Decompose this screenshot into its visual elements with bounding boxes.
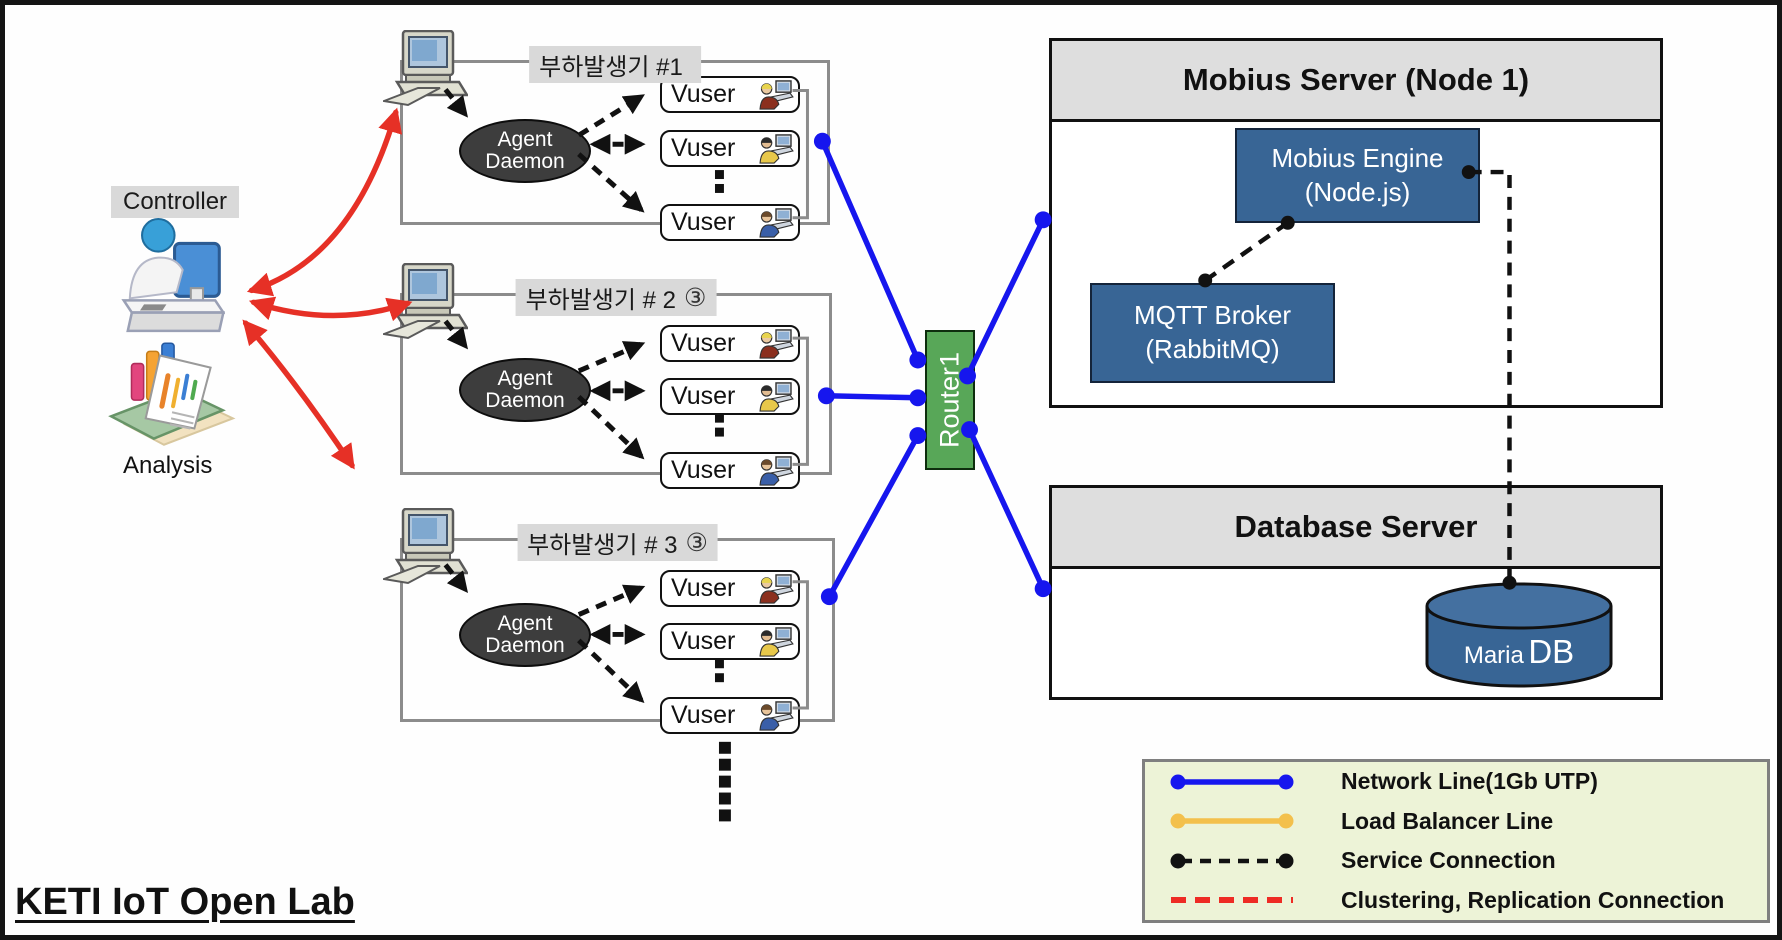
mqtt-broker-sublabel: (RabbitMQ) — [1145, 334, 1280, 364]
vuser-node: Vuser — [660, 452, 800, 489]
load-generator-title-text: 부하발생기 #1 — [539, 54, 683, 81]
vuser-person-icon — [758, 134, 794, 164]
vuser-node: Vuser — [660, 378, 800, 415]
vuser-person-icon — [758, 701, 794, 731]
vuser-node: Vuser — [660, 76, 800, 113]
vuser-node: Vuser — [660, 570, 800, 607]
agent-label: Agent — [497, 127, 553, 151]
mariadb-label-small: Maria — [1463, 642, 1524, 669]
legend-row-network: Network Line(1Gb UTP) — [1145, 762, 1767, 802]
load-generator-title-1: 부하발생기 #1 — [529, 46, 701, 83]
legend-row-load-balancer: Load Balancer Line — [1145, 802, 1767, 842]
legend-label: Network Line(1Gb UTP) — [1341, 768, 1598, 795]
load-balancer-line-sample-icon — [1170, 813, 1294, 829]
load-generator-title-2: 부하발생기 # 2 ③ — [515, 279, 717, 316]
router-node: Router1 — [925, 330, 975, 470]
agent-label: Agent — [497, 611, 553, 635]
mqtt-broker-node: MQTT Broker (RabbitMQ) — [1090, 283, 1335, 383]
controller-label: Controller — [111, 186, 240, 218]
legend-box: Network Line(1Gb UTP) Load Balancer Line… — [1142, 759, 1770, 923]
vuser-person-icon — [758, 208, 794, 238]
vuser-label: Vuser — [671, 701, 736, 729]
vuser-person-icon — [758, 80, 794, 110]
vuser-node: Vuser — [660, 697, 800, 734]
mobius-engine-node: Mobius Engine (Node.js) — [1235, 128, 1480, 223]
clustering-connection-sample-icon — [1171, 897, 1293, 904]
vuser-person-icon — [758, 329, 794, 359]
mqtt-broker-label: MQTT Broker — [1134, 300, 1291, 331]
agent-daemon-node: Agent Daemon — [459, 358, 591, 422]
mobius-engine-label: Mobius Engine — [1271, 142, 1444, 173]
vuser-label: Vuser — [671, 627, 736, 655]
vuser-label: Vuser — [671, 456, 736, 484]
desktop-computer-icon — [383, 508, 468, 598]
load-generator-badge: ③ — [684, 283, 707, 312]
vuser-person-icon — [758, 627, 794, 657]
vuser-label: Vuser — [671, 208, 736, 236]
vuser-label: Vuser — [671, 80, 736, 108]
load-generator-title-text: 부하발생기 # 3 — [527, 532, 678, 559]
vuser-person-icon — [758, 382, 794, 412]
load-generator-box-1: 부하발생기 #1 Agent Daemon Vuser Vuser Vuser — [400, 60, 830, 241]
mobius-server-title: Mobius Server (Node 1) — [1052, 41, 1660, 122]
vuser-label: Vuser — [671, 329, 736, 357]
agent-label: Agent — [497, 366, 553, 390]
router-label: Router1 — [934, 351, 965, 449]
vuser-label: Vuser — [671, 574, 736, 602]
load-generator-box-3: 부하발생기 # 3 ③ Agent Daemon Vuser Vuser Vus… — [400, 538, 835, 734]
analysis-report-icon — [108, 342, 236, 446]
vuser-person-icon — [758, 574, 794, 604]
desktop-computer-icon — [383, 30, 468, 120]
mariadb-label: Maria DB — [1424, 633, 1614, 671]
load-generator-box-2: 부하발생기 # 2 ③ Agent Daemon Vuser Vuser Vus… — [400, 293, 832, 489]
load-generator-badge: ③ — [685, 528, 708, 557]
mariadb-cylinder-icon — [1425, 582, 1613, 688]
vuser-person-icon — [758, 456, 794, 486]
legend-label: Service Connection — [1341, 847, 1556, 874]
load-generator-title-3: 부하발생기 # 3 ③ — [517, 524, 718, 561]
legend-row-clustering: Clustering, Replication Connection — [1145, 881, 1767, 921]
analysis-label: Analysis — [123, 452, 213, 479]
service-connection-sample-icon — [1170, 853, 1294, 869]
agent-label: Daemon — [485, 389, 565, 412]
agent-daemon-node: Agent Daemon — [459, 603, 591, 667]
mariadb-label-large: DB — [1528, 633, 1575, 670]
legend-row-service: Service Connection — [1145, 841, 1767, 881]
agent-label: Daemon — [485, 150, 565, 173]
vuser-node: Vuser — [660, 623, 800, 660]
controller-operator-icon — [121, 218, 225, 333]
vuser-label: Vuser — [671, 134, 736, 162]
mobius-engine-sublabel: (Node.js) — [1304, 176, 1411, 207]
page-title: KETI IoT Open Lab — [15, 881, 355, 923]
vuser-label: Vuser — [671, 382, 736, 410]
vuser-node: Vuser — [660, 204, 800, 241]
vuser-node: Vuser — [660, 325, 800, 362]
agent-label: Daemon — [485, 634, 565, 657]
agent-daemon-node: Agent Daemon — [459, 119, 591, 183]
database-server-title: Database Server — [1052, 488, 1660, 569]
legend-label: Load Balancer Line — [1341, 807, 1554, 834]
desktop-computer-icon — [383, 263, 468, 353]
load-generator-title-text: 부하발생기 # 2 — [525, 287, 677, 314]
network-line-sample-icon — [1170, 774, 1294, 790]
legend-label: Clustering, Replication Connection — [1341, 886, 1725, 913]
vuser-node: Vuser — [660, 130, 800, 167]
